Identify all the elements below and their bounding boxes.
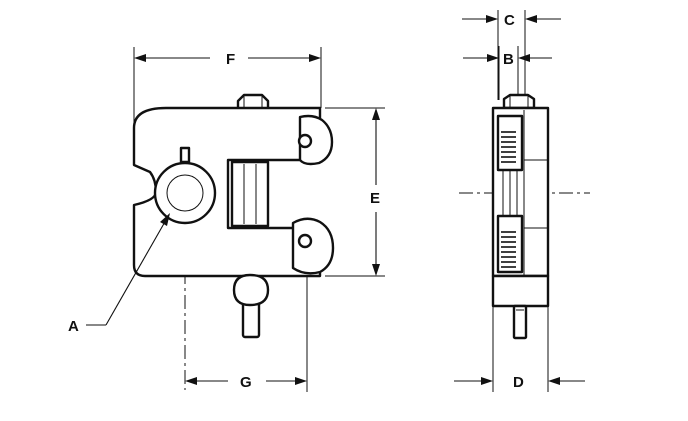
label-c: C <box>504 12 515 29</box>
upper-lug <box>297 114 334 166</box>
lower-spring <box>501 231 516 268</box>
label-d: D <box>513 374 524 391</box>
leader-a <box>86 213 170 326</box>
dimension-d <box>454 377 585 385</box>
side-top-nut <box>502 93 536 110</box>
dimension-f <box>134 54 321 62</box>
label-e: E <box>370 190 380 207</box>
front-view: F E G A <box>68 47 385 392</box>
upper-spring <box>501 131 516 163</box>
center-block <box>230 160 270 228</box>
keyway-slot <box>179 146 191 164</box>
dimension-g <box>185 377 307 385</box>
lower-lug <box>291 217 335 275</box>
label-f: F <box>226 51 235 68</box>
dimension-b <box>463 54 552 62</box>
dimension-e <box>372 108 380 276</box>
side-base <box>491 274 550 308</box>
bottom-handle <box>232 273 270 339</box>
dimension-c <box>462 15 561 23</box>
side-body <box>491 106 550 308</box>
bore <box>153 146 217 225</box>
label-g: G <box>240 374 252 391</box>
label-b: B <box>503 51 514 68</box>
side-view: C B D <box>454 10 590 392</box>
label-a: A <box>68 318 79 335</box>
side-bottom-stud <box>512 304 528 340</box>
